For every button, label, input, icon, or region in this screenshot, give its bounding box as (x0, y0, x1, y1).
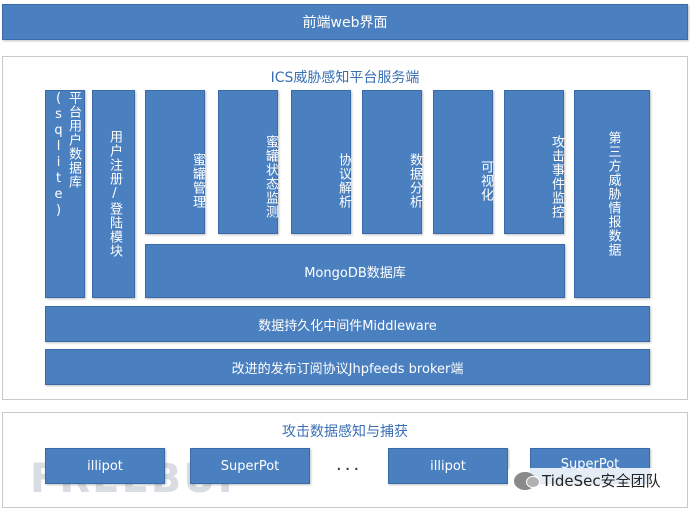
pot-block: illipot (388, 448, 508, 484)
middleware-label: 数据持久化中间件Middleware (258, 318, 437, 334)
module-label: 协议解析 (336, 153, 351, 209)
module-data-analysis: 数据分析 (362, 90, 422, 234)
wechat-icon (514, 471, 540, 490)
threat-intel-block: 第三方威胁情报数据 (574, 90, 650, 298)
module-visualization: 可视化 (433, 90, 493, 234)
mongodb-label: MongoDB数据库 (304, 265, 406, 281)
login-module-label: 用户注册/登陆模块 (106, 130, 122, 258)
pot-block: illipot (45, 448, 165, 484)
pot-label: illipot (430, 458, 466, 474)
middleware-block: 数据持久化中间件Middleware (45, 306, 650, 342)
ellipsis: ··· (336, 459, 363, 480)
module-protocol-parse: 协议解析 (291, 90, 351, 234)
module-honeypot-mgmt: 蜜罐管理 (145, 90, 205, 234)
module-attack-monitor: 攻击事件监控 (504, 90, 564, 234)
sqlite-db-block: 平台用户数据库(sqlite) (45, 90, 85, 298)
threat-intel-label: 第三方威胁情报数据 (605, 131, 621, 257)
pot-label: SuperPot (220, 458, 280, 474)
module-label: 数据分析 (407, 153, 422, 209)
credit-badge: TideSec安全团队 (508, 468, 667, 493)
frontend-bar: 前端web界面 (2, 4, 688, 40)
platform-title: ICS威胁感知平台服务端 (270, 70, 420, 86)
pot-block: SuperPot (190, 448, 310, 484)
sqlite-db-label: 平台用户数据库(sqlite) (51, 91, 81, 219)
broker-label: 改进的发布订阅协议Jhpfeeds broker端 (231, 361, 464, 377)
credit-label: TideSec安全团队 (542, 472, 661, 490)
module-label: 蜜罐管理 (190, 153, 205, 209)
frontend-label: 前端web界面 (302, 15, 388, 31)
module-label: 蜜罐状态监测 (263, 135, 278, 219)
pot-label: illipot (87, 458, 123, 474)
mongodb-block: MongoDB数据库 (145, 244, 565, 298)
module-label: 攻击事件监控 (549, 135, 564, 219)
module-label: 可视化 (478, 160, 493, 202)
broker-block: 改进的发布订阅协议Jhpfeeds broker端 (45, 349, 650, 385)
login-module-block: 用户注册/登陆模块 (92, 90, 135, 298)
collection-title: 攻击数据感知与捕获 (282, 424, 408, 440)
module-honeypot-status: 蜜罐状态监测 (218, 90, 278, 234)
